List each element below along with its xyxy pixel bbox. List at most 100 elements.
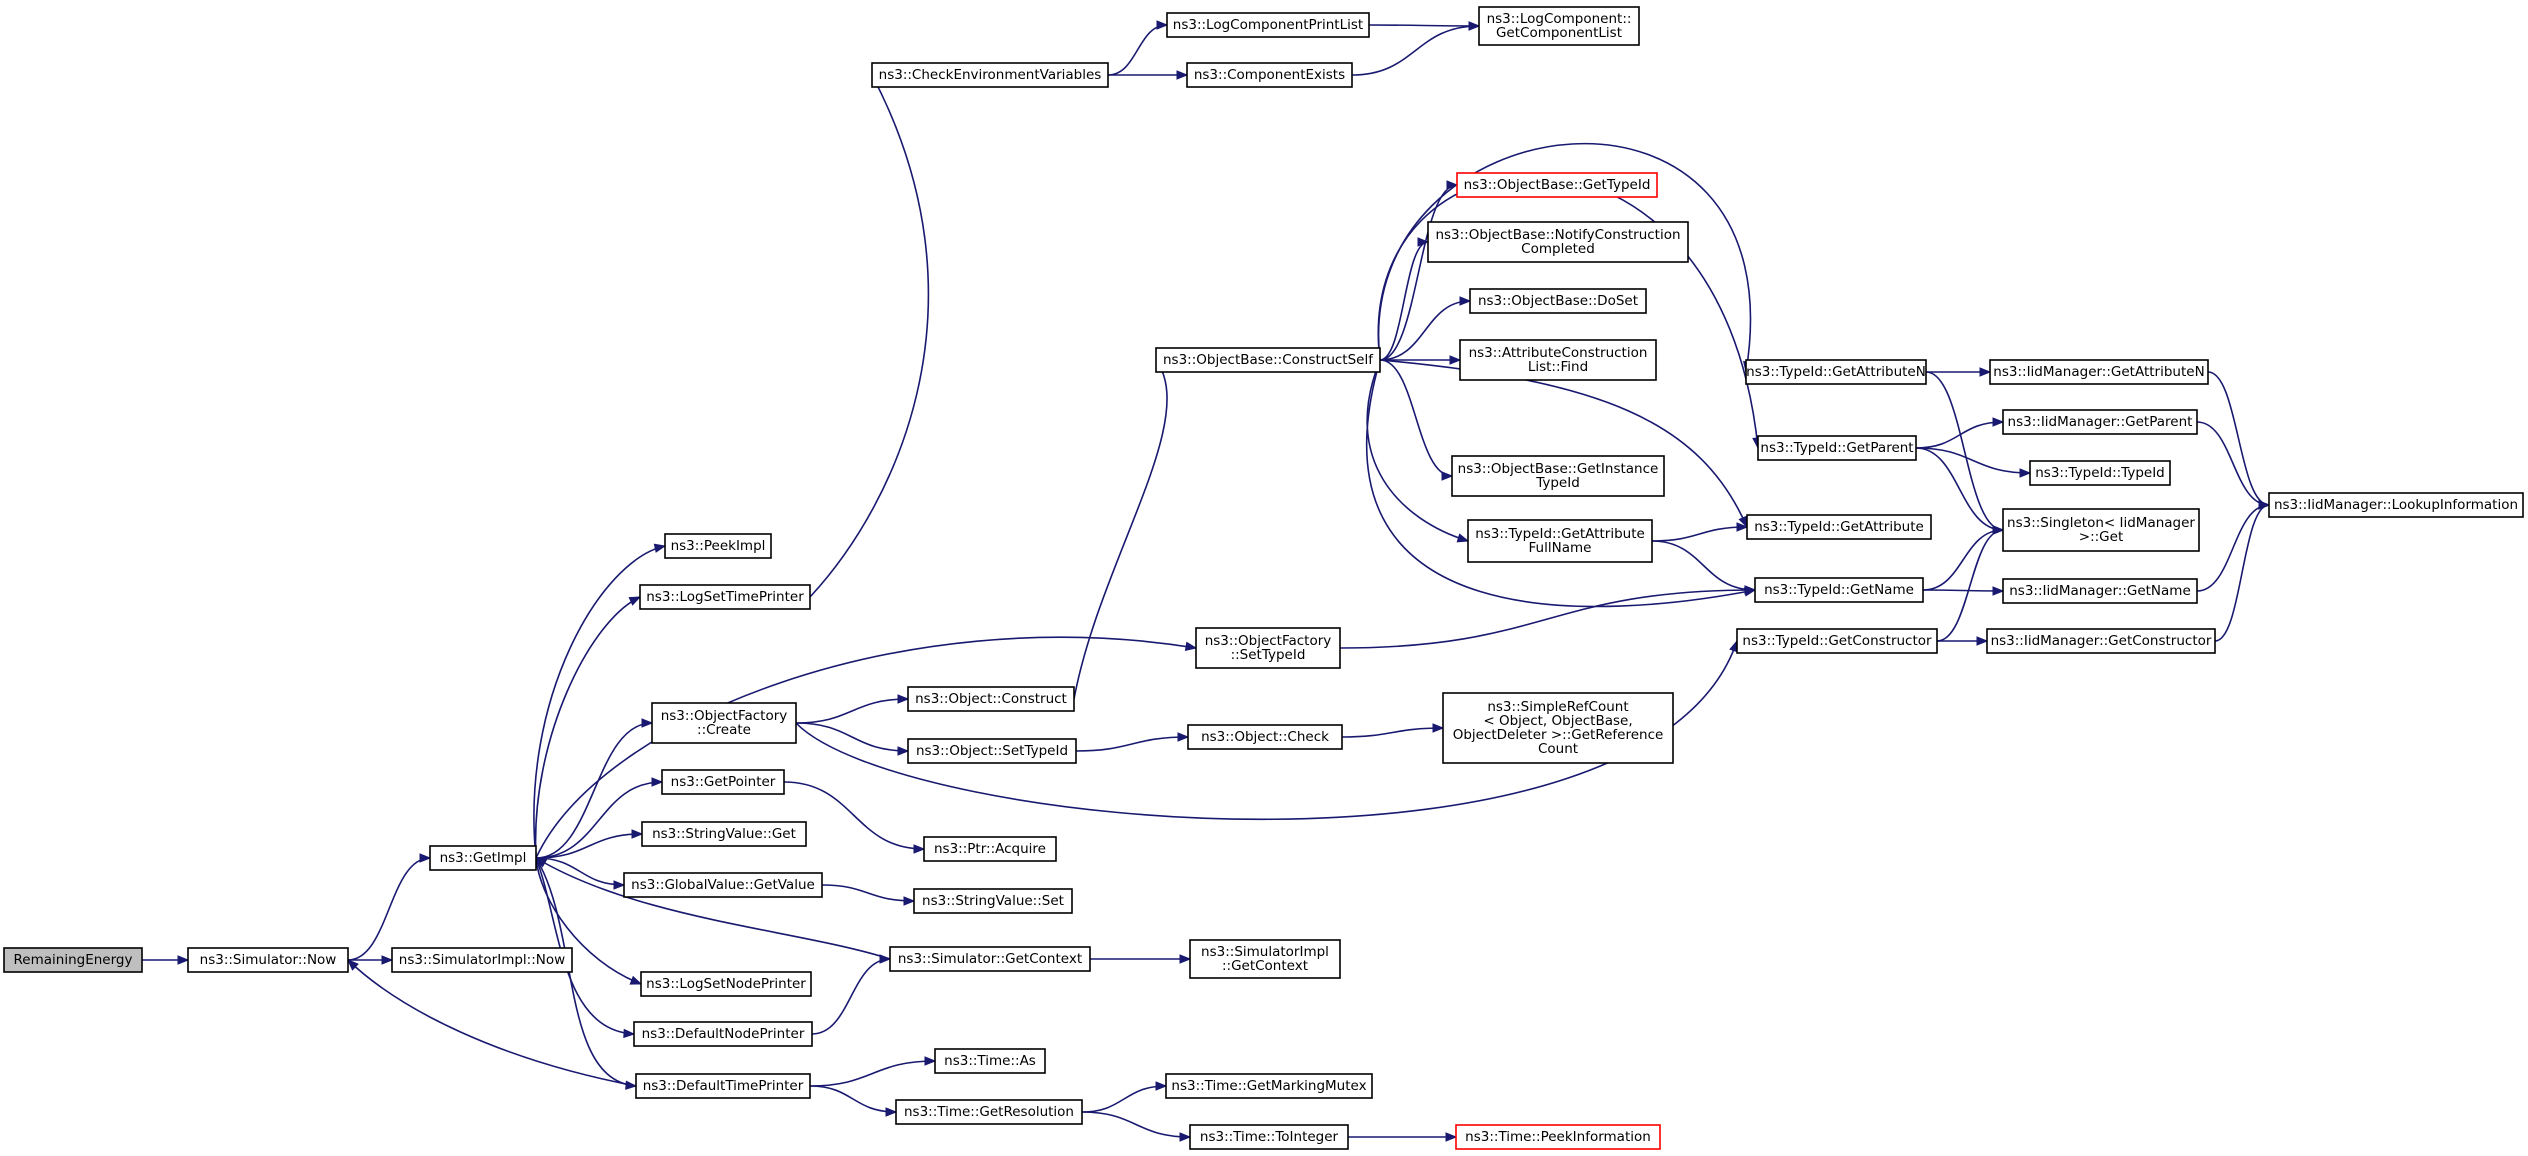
node-label: ns3::LogSetTimePrinter [646, 589, 804, 605]
node-time-as[interactable]: ns3::Time::As [934, 1048, 1046, 1074]
node-typeid-getattributen[interactable]: ns3::TypeId::GetAttributeN [1745, 359, 1927, 385]
node-iidmanager-getconstructor[interactable]: ns3::IidManager::GetConstructor [1986, 628, 2216, 654]
node-object-construct[interactable]: ns3::Object::Construct [907, 686, 1075, 712]
node-time-getresolution[interactable]: ns3::Time::GetResolution [895, 1099, 1083, 1125]
node-getreferencecount[interactable]: ns3::SimpleRefCount< Object, ObjectBase,… [1442, 692, 1674, 764]
arrowhead [2019, 468, 2032, 478]
node-globalvalue-getvalue[interactable]: ns3::GlobalValue::GetValue [623, 872, 823, 898]
node-label: ::Create [697, 722, 751, 738]
arrowhead [1992, 525, 2005, 535]
node-label: ::SetTypeId [1231, 647, 1306, 663]
node-getcomponentlist[interactable]: ns3::LogComponent::GetComponentList [1478, 6, 1640, 46]
edge-globalvalue-getvalue-to-stringvalue-set [821, 884, 915, 902]
node-iidmanager-getattributen[interactable]: ns3::IidManager::GetAttributeN [1989, 359, 2209, 385]
node-object-settypeid[interactable]: ns3::Object::SetTypeId [907, 738, 1077, 764]
node-getimpl[interactable]: ns3::GetImpl [429, 845, 537, 871]
node-simulator-getcontext[interactable]: ns3::Simulator::GetContext [889, 946, 1091, 972]
node-box [2268, 492, 2524, 518]
node-singleton-get[interactable]: ns3::Singleton< IidManager >::Get [2002, 508, 2200, 552]
node-remaining-energy[interactable]: RemainingEnergy [3, 947, 143, 973]
node-label: ns3::IidManager::LookupInformation [2274, 497, 2518, 513]
node-getpointer[interactable]: ns3::GetPointer [661, 769, 785, 795]
node-objectbase-doset[interactable]: ns3::ObjectBase::DoSet [1469, 288, 1647, 314]
node-objectbase-gettypeid[interactable]: ns3::ObjectBase::GetTypeId [1456, 172, 1658, 198]
node-typeid-getparent[interactable]: ns3::TypeId::GetParent [1757, 435, 1917, 461]
node-peekimpl[interactable]: ns3::PeekImpl [664, 533, 772, 559]
node-defaultnodeprinter[interactable]: ns3::DefaultNodePrinter [633, 1021, 813, 1047]
node-label: ns3::Time::PeekInformation [1465, 1129, 1651, 1145]
edge-defaulttimeprinter-to-time-getresolution [809, 1085, 897, 1113]
node-logcomponentprintlist[interactable]: ns3::LogComponentPrintList [1166, 12, 1370, 38]
node-box [1986, 628, 2216, 654]
node-logsetnodeprinter[interactable]: ns3::LogSetNodePrinter [640, 971, 812, 997]
node-time-tointeger[interactable]: ns3::Time::ToInteger [1189, 1124, 1349, 1150]
edge-logcomponentprintlist-to-getcomponentlist [1368, 24, 1480, 27]
edge-simulator-now-to-getimpl [347, 857, 431, 961]
arrowhead [879, 954, 892, 964]
arrowhead [1177, 732, 1190, 742]
node-stringvalue-set[interactable]: ns3::StringValue::Set [913, 888, 1073, 914]
node-typeid-getattribute[interactable]: ns3::TypeId::GetAttribute [1746, 514, 1932, 540]
node-objectbase-constructself[interactable]: ns3::ObjectBase::ConstructSelf [1155, 347, 1381, 373]
edge-iidmanager-getconstructor-to-iidmanager-lookupinformation [2214, 504, 2270, 642]
node-objectfactory-create[interactable]: ns3::ObjectFactory::Create [651, 702, 797, 744]
edge-typeid-getattributefullname-to-typeid-getname [1651, 540, 1756, 591]
node-logsettimeprinter[interactable]: ns3::LogSetTimePrinter [639, 584, 811, 610]
node-box [871, 62, 1109, 88]
node-time-peekinformation[interactable]: ns3::Time::PeekInformation [1455, 1124, 1661, 1150]
node-objectfactory-settypeid[interactable]: ns3::ObjectFactory::SetTypeId [1195, 627, 1341, 669]
node-box [1989, 359, 2209, 385]
node-box [934, 1048, 1046, 1074]
function-nodes: RemainingEnergy ns3::Simulator::Now ns3::S… [3, 6, 2524, 1150]
edge-componentexists-to-getcomponentlist [1351, 25, 1480, 76]
node-box [429, 845, 537, 871]
edge-objectbase-constructself-to-objectbase-gettypeid [1379, 184, 1458, 361]
edge-objectfactory-create-to-object-construct [795, 698, 909, 724]
node-typeid-getconstructor[interactable]: ns3::TypeId::GetConstructor [1736, 628, 1938, 654]
node-checkenvironmentvariables[interactable]: ns3::CheckEnvironmentVariables [871, 62, 1109, 88]
node-label: ns3::StringValue::Get [652, 826, 796, 842]
node-typeid-typeid[interactable]: ns3::TypeId::TypeId [2029, 460, 2171, 486]
node-label: ns3::IidManager::GetName [2009, 583, 2191, 599]
node-box [1459, 339, 1657, 381]
node-box [1427, 221, 1689, 263]
edge-getimpl-to-logsetnodeprinter [535, 857, 642, 985]
node-ptr-acquire[interactable]: ns3::Ptr::Acquire [923, 836, 1057, 862]
node-componentexists[interactable]: ns3::ComponentExists [1186, 62, 1353, 88]
node-iidmanager-lookupinformation[interactable]: ns3::IidManager::LookupInformation [2268, 492, 2524, 518]
node-label: ns3::ObjectFactory [661, 708, 788, 724]
node-label: ns3::Object::SetTypeId [916, 743, 1068, 759]
node-box [895, 1099, 1083, 1125]
node-defaulttimeprinter[interactable]: ns3::DefaultTimePrinter [635, 1073, 811, 1099]
node-simulatorimpl-now[interactable]: ns3::SimulatorImpl::Now [391, 947, 573, 973]
edge-defaulttimeprinter-to-simulator-now [347, 959, 637, 1087]
node-time-getmarkingmutex[interactable]: ns3::Time::GetMarkingMutex [1165, 1073, 1373, 1099]
node-label: ns3::Simulator::GetContext [898, 951, 1082, 967]
node-iidmanager-getparent[interactable]: ns3::IidManager::GetParent [2002, 409, 2198, 435]
node-label: ns3::IidManager::GetAttributeN [1993, 364, 2204, 380]
node-stringvalue-get[interactable]: ns3::StringValue::Get [641, 821, 807, 847]
node-simulator-now[interactable]: ns3::Simulator::Now [187, 947, 349, 973]
edge-getimpl-to-globalvalue-getvalue [535, 857, 625, 886]
arrowhead [924, 1056, 937, 1066]
node-simulatorimpl-getcontext[interactable]: ns3::SimulatorImpl::GetContext [1189, 939, 1341, 979]
node-box [1195, 627, 1341, 669]
node-box [1189, 1124, 1349, 1150]
node-label: ns3::Object::Construct [915, 691, 1067, 707]
node-label: ns3::Singleton< IidManager [2007, 515, 2195, 531]
arrowhead [913, 844, 926, 854]
node-box [3, 947, 143, 973]
arrowhead [1736, 522, 1749, 532]
node-notifyconstructioncompleted[interactable]: ns3::ObjectBase::NotifyConstructionCompl… [1427, 221, 1689, 263]
node-iidmanager-getname[interactable]: ns3::IidManager::GetName [2002, 578, 2198, 604]
node-label: ns3::GetPointer [671, 774, 776, 790]
arrowhead [2258, 500, 2271, 510]
node-box [2029, 460, 2171, 486]
edge-typeid-getparent-to-iidmanager-getparent [1915, 421, 2004, 449]
node-object-check[interactable]: ns3::Object::Check [1187, 724, 1343, 750]
node-label: ns3::AttributeConstruction [1469, 345, 1648, 361]
node-typeid-getname[interactable]: ns3::TypeId::GetName [1754, 577, 1924, 603]
